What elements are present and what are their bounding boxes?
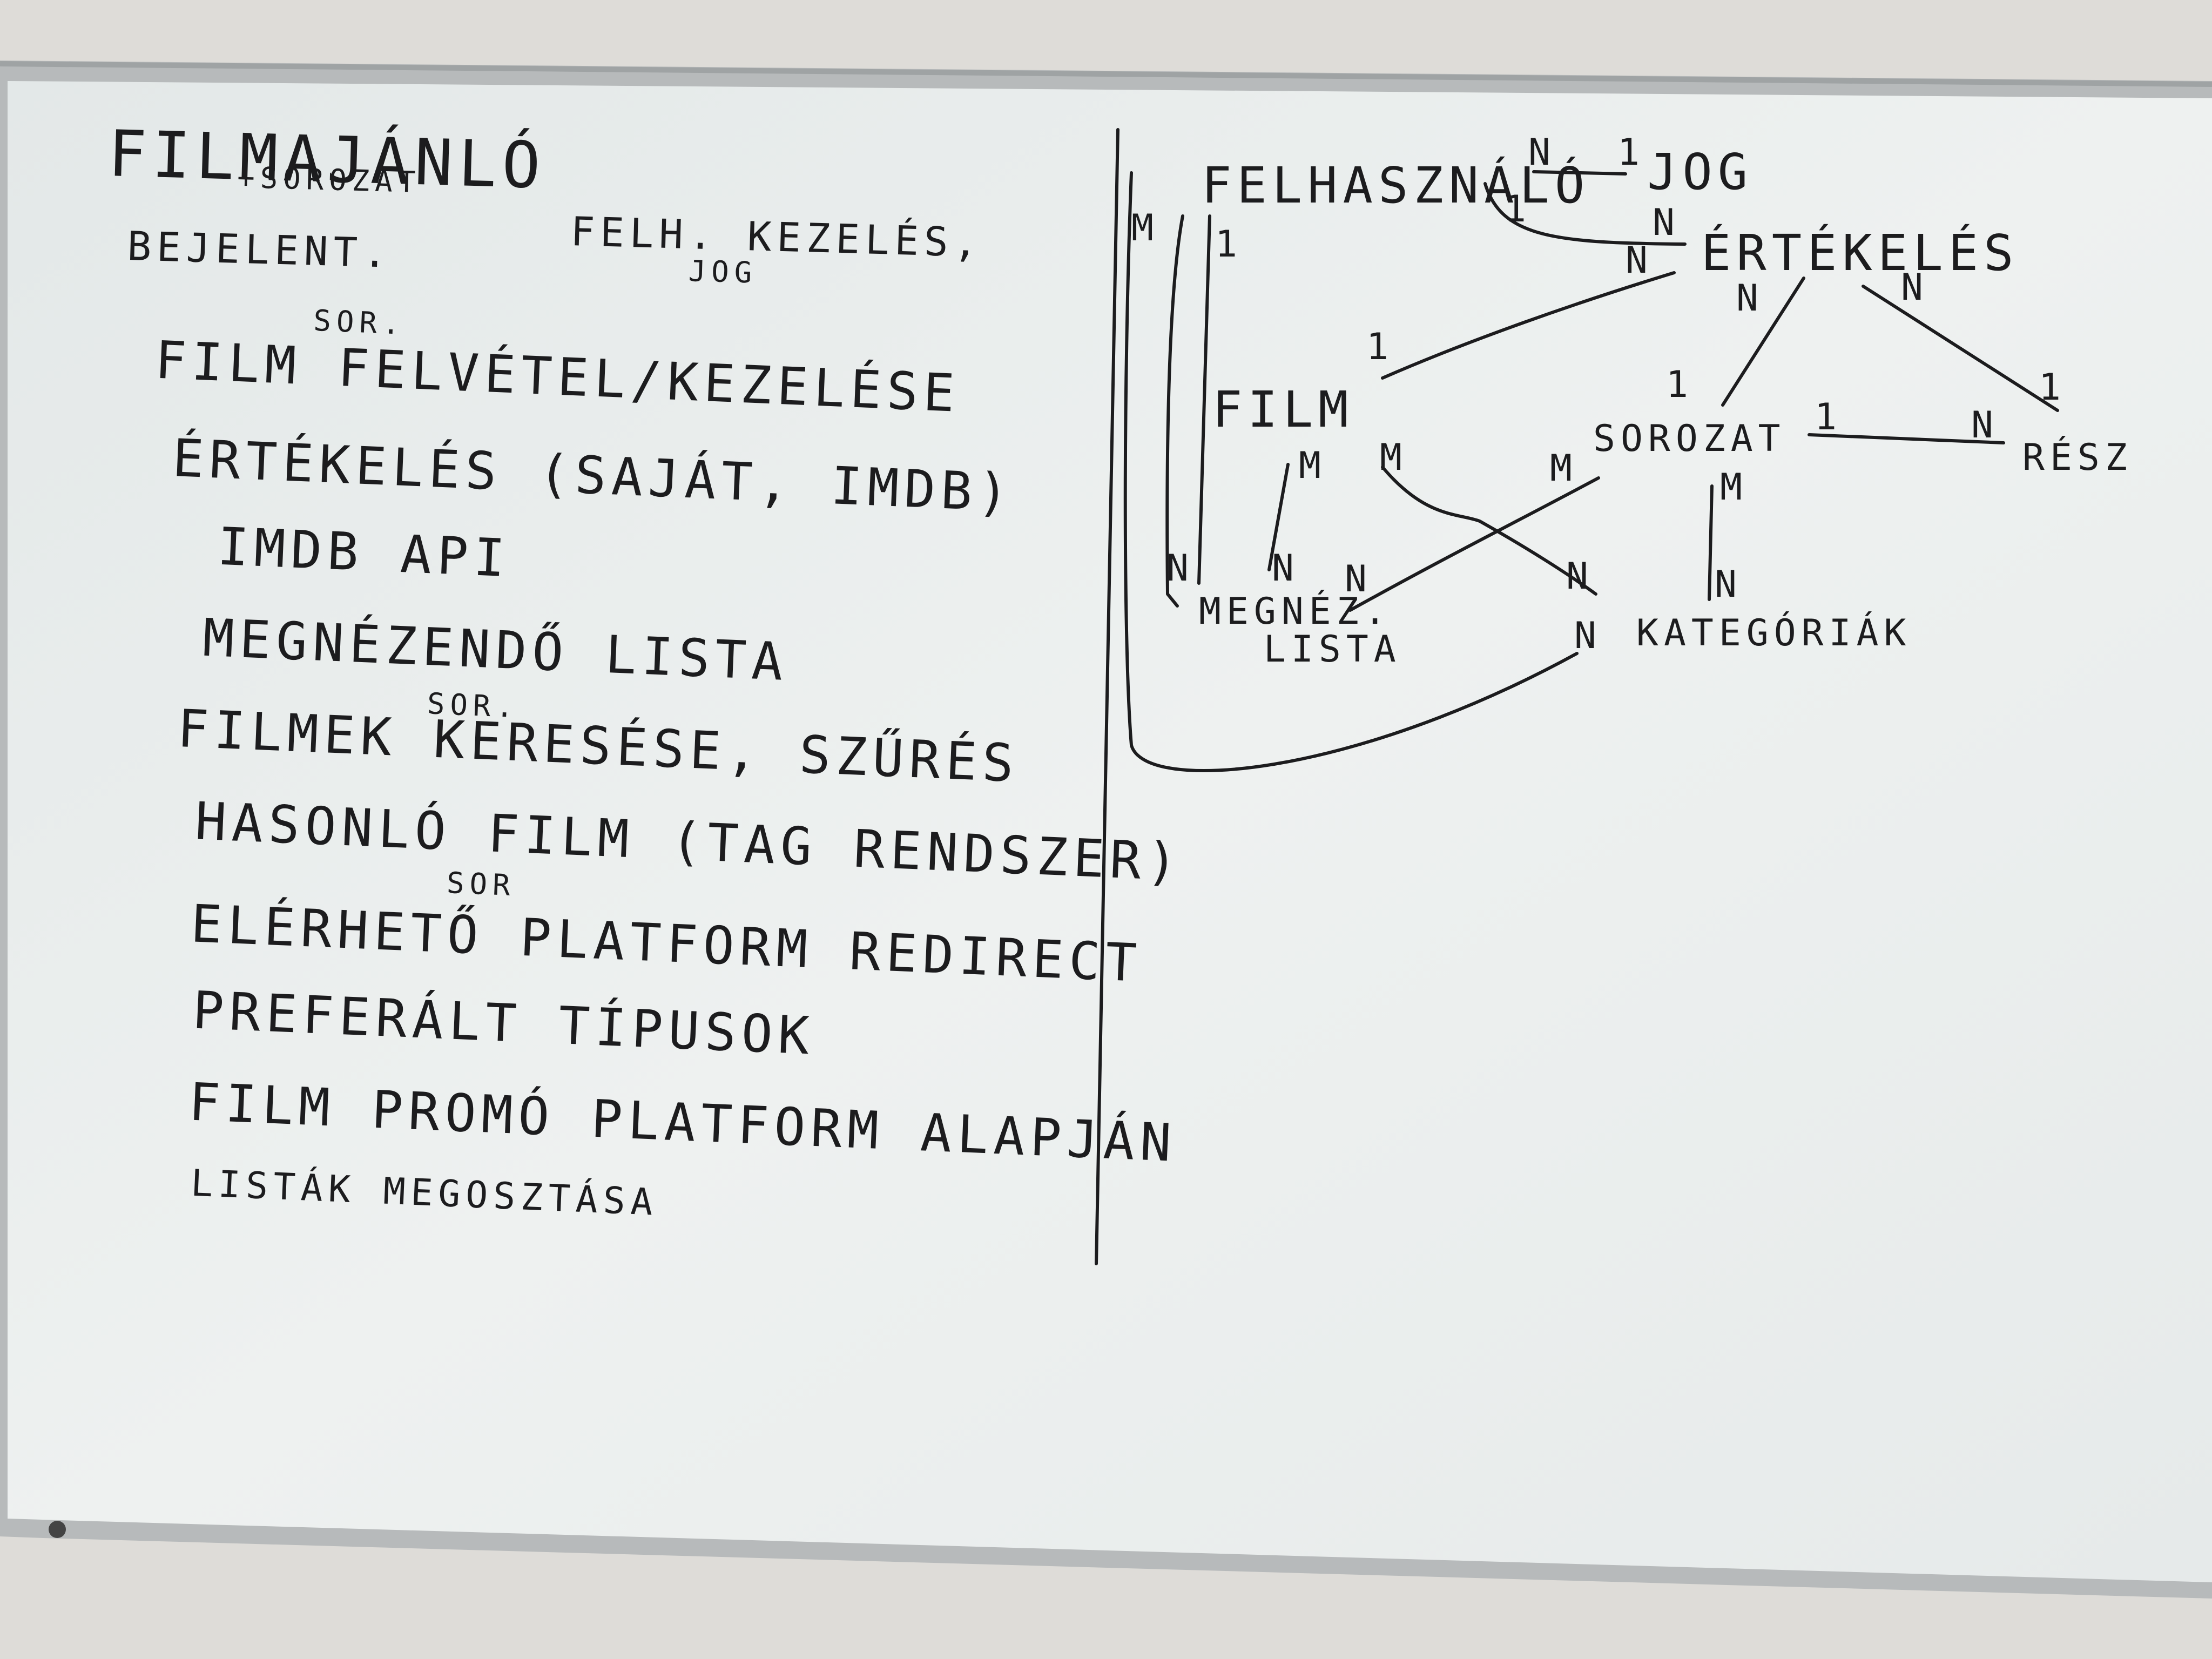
card-label: N	[1566, 555, 1594, 598]
link-ertekeles-sorozat	[1721, 276, 1805, 407]
card-label: N	[1626, 239, 1653, 282]
card-label: N	[1272, 547, 1299, 590]
frame-top-rail	[0, 61, 2212, 87]
card-label: N	[1653, 201, 1680, 244]
card-label: M	[1131, 207, 1159, 249]
link-felh-ertekeles	[1483, 182, 1687, 246]
link-felh-kategoriak	[1123, 171, 1579, 772]
card-label: M	[1550, 447, 1577, 490]
link-sorozat-megnezendo	[1348, 476, 1600, 612]
er-diagram: FELHASZNÁLÓ JOG ÉRTÉKELÉS FILM SOROZAT R…	[1123, 131, 2133, 772]
entity-kategoriak: KATEGÓRIÁK	[1636, 611, 1911, 655]
entity-resz: RÉSZ	[2022, 436, 2133, 479]
card-label: 1	[1366, 326, 1394, 368]
notes-row1-left: BEJELENT.	[126, 223, 393, 277]
list-item: IMDB API	[217, 516, 512, 589]
card-label: 1	[1215, 223, 1243, 266]
entity-megnezendo: MEGNÉZ.	[1199, 590, 1392, 633]
divider-line	[1095, 128, 1120, 1265]
card-label: N	[1528, 131, 1556, 174]
link-sorozat-kategoriak	[1708, 484, 1714, 601]
card-label: M	[1720, 466, 1748, 509]
entity-megnezendo-sub: LISTA	[1264, 628, 1401, 671]
card-label: N	[1166, 547, 1194, 590]
card-label: N	[1736, 277, 1764, 320]
list-item-sup: SOR	[446, 866, 516, 902]
card-label: 1	[1617, 131, 1645, 174]
card-label: 1	[1666, 363, 1694, 406]
board-surface	[8, 81, 2212, 1582]
link-ertekeles-film	[1381, 271, 1676, 380]
card-label: N	[1971, 404, 1999, 447]
card-label: M	[1299, 444, 1326, 487]
requirements-notes: FILMAJÁNLÓ +SOROZAT BEJELENT. FELH. KEZE…	[107, 116, 984, 290]
notes-row1-right-sub: JOG	[688, 254, 758, 290]
notes-title-sub: +SOROZAT	[237, 160, 421, 199]
link-film-kategoriak	[1381, 466, 1597, 596]
link-film-megnezendo	[1267, 463, 1290, 571]
entity-sorozat: SOROZAT	[1593, 417, 1786, 460]
card-label: 1	[2039, 366, 2066, 409]
link-felh-megnezendo	[1165, 214, 1184, 608]
card-label: N	[1345, 558, 1372, 601]
card-label: N	[1715, 563, 1742, 606]
link-ertekeles-resz	[1862, 285, 2059, 412]
link-felh-jog	[1532, 170, 1627, 176]
notes-title: FILMAJÁNLÓ	[107, 116, 547, 203]
link-felh-film	[1197, 214, 1211, 585]
card-label: N	[1901, 266, 1928, 309]
entity-jog: JOG	[1647, 143, 1753, 201]
frame-corner	[49, 1521, 66, 1538]
entity-ertekeles: ÉRTÉKELÉS	[1701, 224, 2019, 282]
card-label: 1	[1504, 188, 1532, 231]
card-label: N	[1574, 615, 1602, 657]
card-label: 1	[1815, 396, 1842, 439]
link-sorozat-resz	[1808, 433, 2005, 444]
list-item-sup: SOR.	[427, 686, 520, 724]
list-item-sup: SOR.	[313, 304, 406, 341]
card-label: M	[1380, 436, 1407, 479]
entity-film: FILM	[1212, 381, 1354, 439]
entity-felhasznalo: FELHASZNÁLÓ	[1202, 156, 1590, 214]
